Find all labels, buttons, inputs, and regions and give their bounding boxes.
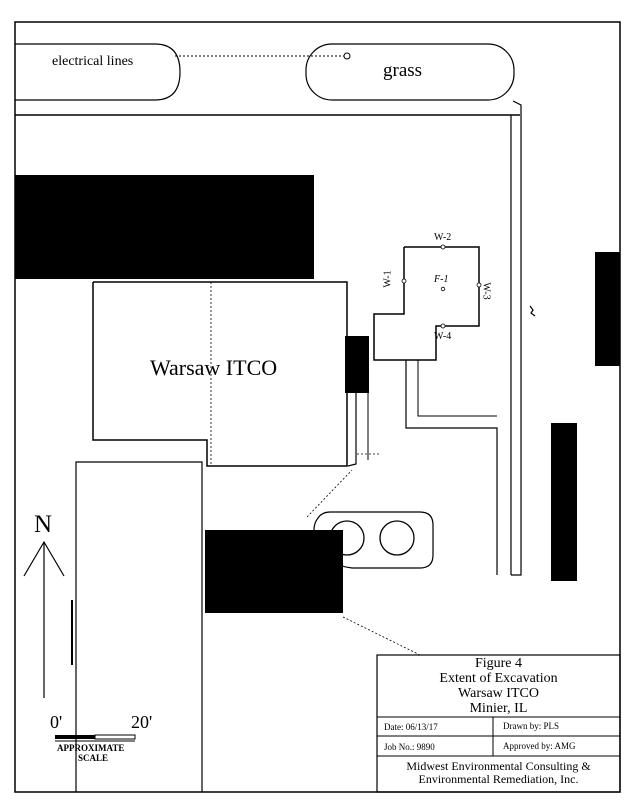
- building-outline: [92, 281, 348, 467]
- structure-small: [345, 336, 369, 393]
- utility-pole-icon: [343, 52, 351, 60]
- figure-title: Extent of Excavation: [439, 671, 558, 686]
- sample-point-w4: [440, 323, 446, 329]
- company-line-1: Midwest Environmental Consulting &: [406, 759, 591, 773]
- date-cell: Date: 06/13/17: [384, 722, 438, 732]
- drawn-by-cell: Drawn by: PLS: [503, 721, 559, 731]
- dashed-line-c: [342, 616, 421, 656]
- utility-symbol-icon: [529, 305, 536, 317]
- drive-line-4: [417, 360, 497, 417]
- figure-site: Warsaw ITCO: [458, 686, 539, 701]
- structure-right-upper: [595, 252, 620, 366]
- tank-1: [329, 520, 365, 556]
- w4-label: W-4: [434, 331, 452, 342]
- structure-top-left: [15, 175, 314, 279]
- company-name: Midwest Environmental Consulting & Envir…: [377, 760, 620, 786]
- north-arrow-head: [23, 540, 65, 577]
- scale-bar-light: [94, 734, 136, 740]
- drive-line-1: [347, 393, 357, 467]
- dashed-line-a: [306, 469, 353, 518]
- figure-location: Minier, IL: [469, 701, 528, 716]
- structure-bottom: [205, 530, 343, 613]
- grass-outline: [305, 43, 515, 101]
- drive-line-3: [405, 360, 498, 575]
- curb-line-outer: [511, 100, 522, 576]
- title-block-frame: [376, 654, 621, 793]
- electrical-lines-label: electrical lines: [52, 54, 134, 69]
- scale-caption-1: APPROXIMATE: [57, 743, 125, 753]
- company-line-2: Environmental Remediation, Inc.: [418, 772, 579, 786]
- tank-2: [379, 520, 415, 556]
- lower-left-building: [75, 461, 203, 792]
- w3-label: W-3: [480, 282, 492, 300]
- sample-point-w1: [401, 278, 407, 284]
- sample-point-w3: [476, 282, 482, 288]
- north-label: N: [34, 511, 53, 538]
- building-label: Warsaw ITCO: [150, 355, 278, 380]
- title-block-heading: Figure 4 Extent of Excavation Warsaw ITC…: [377, 656, 620, 716]
- scale-end-label: 20': [131, 712, 153, 732]
- scale-caption-2: SCALE: [78, 753, 109, 763]
- page-border: [14, 21, 621, 793]
- electrical-lines-outline: [15, 43, 181, 101]
- sample-point-f1: [440, 286, 446, 292]
- excavation-outline: [373, 246, 480, 361]
- f1-label: F-1: [434, 274, 449, 285]
- sample-point-w2: [440, 244, 446, 250]
- approved-by-cell: Approved by: AMG: [503, 741, 576, 751]
- scale-bar-dark: [55, 735, 95, 739]
- structure-right-lower: [551, 423, 577, 581]
- scale-start-label: 0': [50, 712, 63, 732]
- w1-label: W-1: [382, 270, 394, 288]
- w2-label: W-2: [434, 232, 452, 243]
- grass-label: grass: [383, 60, 423, 81]
- job-no-cell: Job No.: 9890: [384, 742, 435, 752]
- figure-number: Figure 4: [474, 656, 523, 671]
- tank-enclosure: [313, 511, 434, 569]
